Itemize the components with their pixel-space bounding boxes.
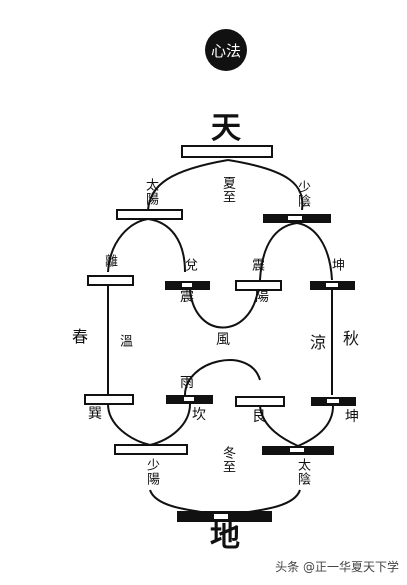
xun-bar bbox=[84, 394, 134, 405]
zhen-upper-label: 震 bbox=[249, 258, 264, 272]
kan-label: 坎 bbox=[192, 407, 206, 423]
xun-label: 巽 bbox=[88, 406, 102, 422]
merge-right-1 bbox=[259, 405, 299, 447]
cool-label: 涼 bbox=[307, 334, 326, 351]
heaven-label: 天 bbox=[211, 111, 241, 146]
rain-label: 雨 bbox=[180, 375, 194, 391]
shaoyang-label: 少陽 bbox=[144, 458, 159, 486]
wind-label: 風 bbox=[216, 332, 230, 348]
taiyang-bar bbox=[116, 209, 183, 220]
merge-left-1 bbox=[107, 403, 151, 446]
shaoyang-bar bbox=[114, 444, 188, 455]
branch-left-1 bbox=[107, 218, 149, 273]
branch-right-1 bbox=[259, 222, 298, 281]
heaven-bar bbox=[181, 145, 273, 158]
earth-label: 地 bbox=[210, 519, 240, 554]
branch-right-2 bbox=[296, 222, 333, 281]
shaoyin-label: 少陰 bbox=[295, 180, 310, 208]
autumn-label: 秋 bbox=[340, 330, 359, 347]
heaven-left-curve bbox=[147, 159, 229, 211]
source-watermark: 头条 @正一华夏天下学 bbox=[275, 560, 399, 574]
dui-upper-label: 兌 bbox=[182, 258, 197, 272]
kun-lower-label: 坤 bbox=[345, 409, 359, 425]
spring-label: 春 bbox=[69, 328, 88, 345]
yang-bar-label: 陽 bbox=[255, 289, 269, 305]
taiyang-label: 太陽 bbox=[143, 178, 158, 206]
gen-bar bbox=[235, 396, 285, 407]
merge-right-2 bbox=[297, 405, 334, 447]
heaven-right-curve bbox=[227, 159, 304, 211]
zhen-bar-label: 震 bbox=[180, 289, 194, 305]
gen-label: 艮 bbox=[252, 409, 266, 425]
branch-left-2 bbox=[147, 218, 186, 273]
zhen-bar bbox=[235, 280, 282, 291]
kun-upper-label: 坤 bbox=[329, 258, 344, 272]
center-lower-arc bbox=[184, 359, 261, 396]
summer-solstice-label: 夏至 bbox=[220, 176, 235, 204]
merge-left-2 bbox=[149, 403, 191, 446]
winter-solstice-label: 冬至 bbox=[220, 446, 235, 474]
warm-label: 溫 bbox=[117, 334, 132, 348]
title-seal: 心法 bbox=[205, 29, 247, 71]
center-upper-arc bbox=[189, 289, 259, 329]
li-label: 離 bbox=[102, 254, 117, 268]
taiyin-label: 太陰 bbox=[295, 458, 310, 486]
qian-bar bbox=[87, 275, 134, 286]
